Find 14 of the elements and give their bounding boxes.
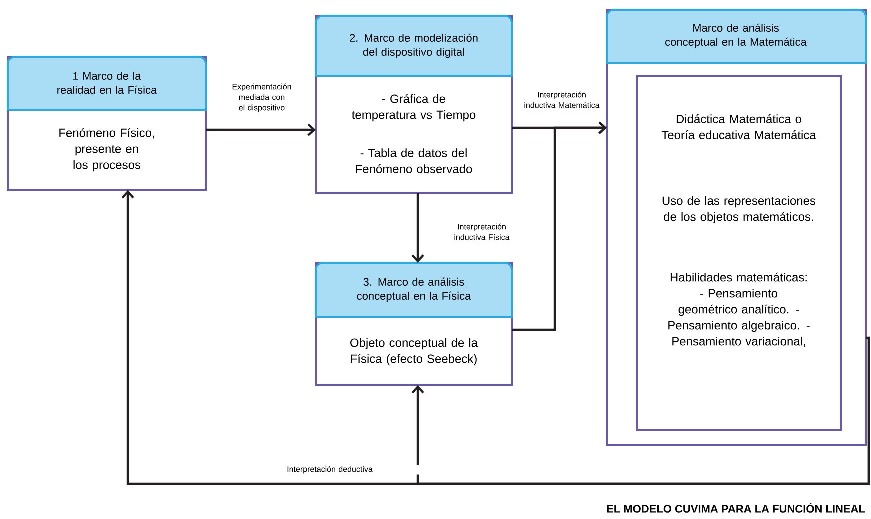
arrow (122, 190, 870, 486)
arrow (412, 338, 870, 486)
edge-label: Interpretación inductiva Física (454, 224, 510, 240)
process-box: Didáctica Matemática o Teoría educativa Matemática Uso de las representaciones de los objetos matemáticos. Habilidades matemáticas: - Pensamiento geométrico analítico. - Pensamiento algebraico. - Pensamiento variacional, (636, 75, 842, 431)
process-box: 2. Marco de modelización del dispositivo digital - Gráfica de temperatura vs Tiempo - Tabla de datos del Fenómeno observado (315, 15, 513, 194)
edge-label: Interpretación inductiva Matemática (524, 92, 600, 108)
arrow (412, 193, 424, 263)
process-box: 1 Marco de la realidad en la Física Fenómeno Físico, presente en los procesos (7, 56, 207, 191)
edge-label: Interpretación deductiva (288, 466, 373, 474)
edge-label: Experimentación mediada con el dispositivo (232, 84, 292, 112)
caption: EL MODELO CUVIMA PARA LA FUNCIÓN LINEAL (607, 503, 866, 513)
arrow (206, 124, 316, 136)
process-box: 3. Marco de análisis conceptual en la Física Objeto conceptual de la Física (efecto Seebeck) (315, 262, 513, 386)
arrow (512, 122, 607, 332)
